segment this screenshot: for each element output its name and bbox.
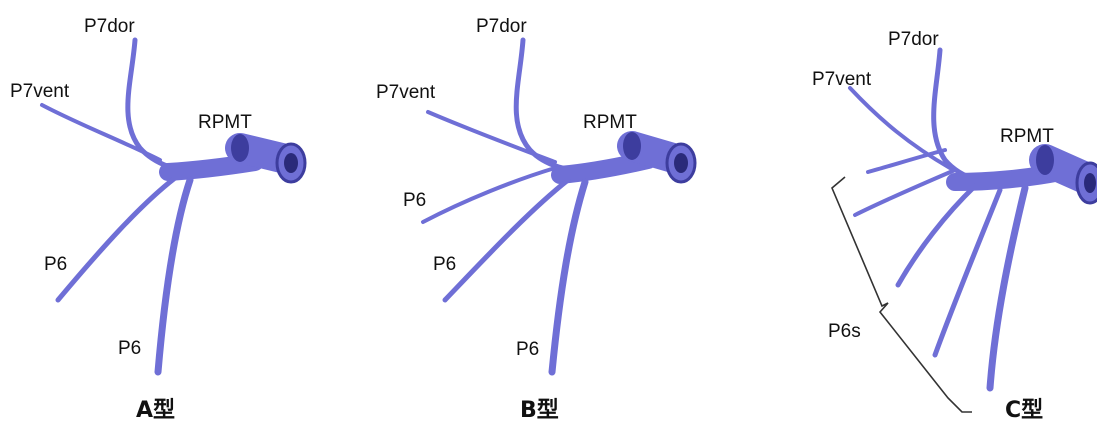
label-p7vent: P7vent <box>10 81 70 102</box>
p7vent-branch <box>42 105 160 160</box>
panel-a: P7dor P7vent RPMT P6 P6 A型 <box>10 16 305 423</box>
label-p6-b: P6 <box>516 339 539 360</box>
label-rpmt: RPMT <box>198 112 252 133</box>
rpmt-lumen-back <box>623 132 641 160</box>
label-p7dor: P7dor <box>476 16 527 37</box>
label-p6-a: P6 <box>433 254 456 275</box>
label-p6-b: P6 <box>118 338 141 359</box>
label-p7vent: P7vent <box>376 82 436 103</box>
p6s-branch-3 <box>898 186 975 285</box>
panel-b: P7dor P7vent RPMT P6 P6 P6 B型 <box>376 16 695 423</box>
p7dor-branch <box>128 40 200 172</box>
p6-branch-b <box>552 182 585 372</box>
panel-b-vessels <box>423 40 695 372</box>
rpmt-lumen-back <box>1036 145 1054 175</box>
panel-c-vessels <box>850 50 1097 388</box>
rpmt-lumen-hole <box>1084 173 1096 193</box>
rpmt-lumen-back <box>231 134 249 162</box>
rpmt-lumen-hole <box>284 153 298 173</box>
p6-branch-b <box>158 180 190 372</box>
label-p7vent: P7vent <box>812 69 872 90</box>
rpmt-lumen-hole <box>674 153 688 173</box>
p6s-branch-1 <box>868 150 945 172</box>
label-p6-upper: P6 <box>403 190 426 211</box>
p6s-branch-5 <box>990 188 1025 388</box>
type-label-a: A型 <box>136 398 175 423</box>
p7vent-branch <box>428 112 555 162</box>
p6-branch-a <box>445 180 568 300</box>
panel-c: P7dor P7vent RPMT P6s C型 <box>812 29 1097 423</box>
p6-branch-a <box>58 178 175 300</box>
label-rpmt: RPMT <box>583 112 637 133</box>
label-p7dor: P7dor <box>888 29 939 50</box>
panel-a-vessels <box>42 40 305 372</box>
p6s-branch-2 <box>855 170 955 215</box>
label-rpmt: RPMT <box>1000 126 1054 147</box>
label-p6s: P6s <box>828 321 861 342</box>
type-label-b: B型 <box>520 398 559 423</box>
p6-branch-upper <box>423 168 555 222</box>
type-label-c: C型 <box>1005 398 1043 423</box>
label-p7dor: P7dor <box>84 16 135 37</box>
label-p6-a: P6 <box>44 254 67 275</box>
